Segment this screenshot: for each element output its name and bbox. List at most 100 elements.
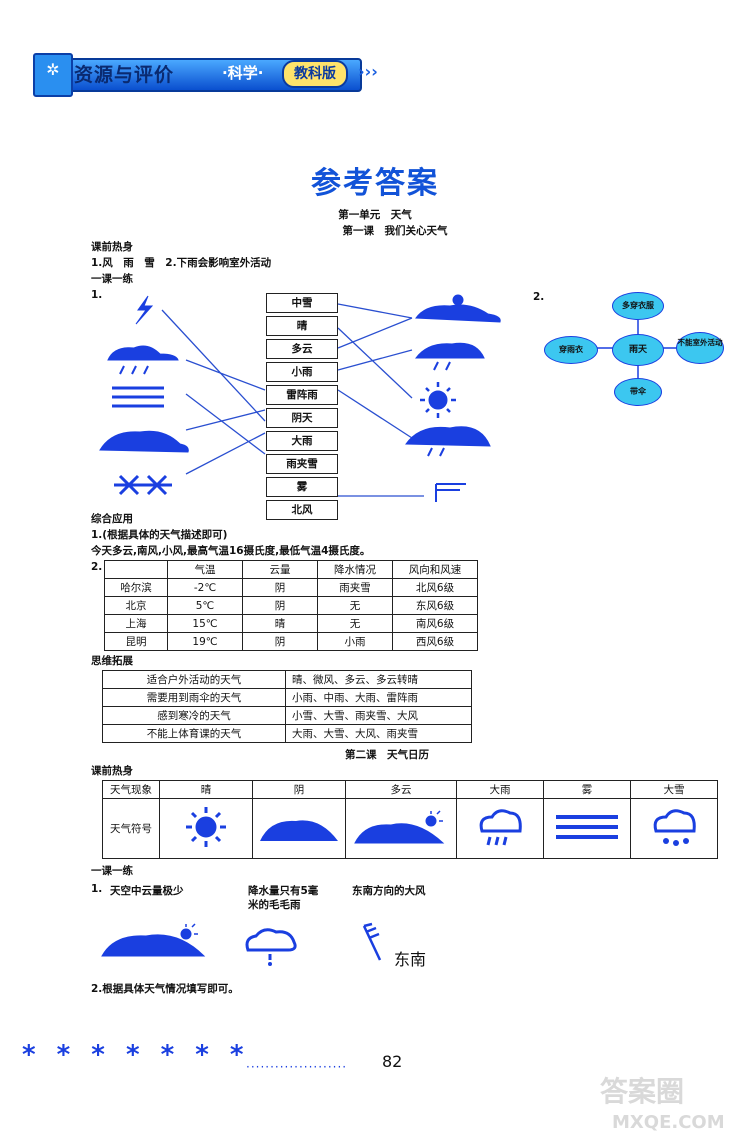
- page-number: 82: [382, 1052, 403, 1071]
- lesson1-title: 第一课 我们关心天气: [342, 225, 448, 237]
- table-row: 适合户外活动的天气晴、微风、多云、多云转晴: [102, 670, 472, 689]
- lightning-icon: [135, 295, 154, 325]
- p2-q1-label: 1.: [91, 883, 103, 895]
- table-cell: 阴: [242, 596, 318, 615]
- table-cell: -2℃: [167, 578, 243, 597]
- table-cell: 晴: [242, 614, 318, 633]
- table-cell: 北风6级: [392, 578, 478, 597]
- table-row: 不能上体育课的天气大雨、大雪、大风、雨夹雪: [102, 724, 472, 743]
- table-cell: 东风6级: [392, 596, 478, 615]
- table-cell: 小雨: [317, 632, 393, 651]
- section-practice1: 一课一练: [91, 273, 133, 285]
- fog-symbol-cell: [543, 798, 631, 859]
- matching-lines: [161, 303, 424, 497]
- publisher-logo-icon: ✲: [33, 53, 73, 97]
- apply-q1-example: 今天多云,南风,小风,最高气温16摄氏度,最低气温4摄氏度。: [91, 545, 371, 557]
- table-cell: 昆明: [104, 632, 168, 651]
- mindmap-top-node: 多穿衣服: [612, 292, 664, 320]
- header-subject: ·科学·: [222, 64, 264, 82]
- table-header: 雾: [543, 780, 631, 799]
- table-header: 降水情况: [317, 560, 393, 579]
- table-cell: 大雨、大雪、大风、雨夹雪: [285, 724, 472, 743]
- table-header: 气温: [167, 560, 243, 579]
- southeast-wind-icon: [362, 922, 382, 961]
- practice2-symbols: [101, 922, 382, 966]
- header-edition: 教科版: [282, 60, 348, 88]
- header-arrows: ›››: [358, 62, 378, 81]
- match-word: 雨夹雪: [266, 454, 338, 474]
- table-cell: 无: [317, 614, 393, 633]
- partly-cloudy-icon: [101, 934, 206, 957]
- cloud-rain-icon: [107, 345, 179, 361]
- table-header: 多云: [345, 780, 457, 799]
- table-cell: 不能上体育课的天气: [102, 724, 286, 743]
- heavy-rain-icon: [479, 809, 522, 846]
- p2-desc-3: 东南方向的大风: [352, 885, 426, 897]
- table-cell: 无: [317, 596, 393, 615]
- watermark: 答案圈: [600, 1075, 685, 1108]
- table-cell: 适合户外活动的天气: [102, 670, 286, 689]
- watermark-url: MXQE.COM: [612, 1112, 725, 1133]
- table-cell: 需要用到雨伞的天气: [102, 688, 286, 707]
- table-cell: 西风6级: [392, 632, 478, 651]
- table-row: 感到寒冷的天气小雪、大雪、雨夹雪、大风: [102, 706, 472, 725]
- table-cell: 北京: [104, 596, 168, 615]
- fog-icon: [112, 386, 164, 408]
- match-word: 雾: [266, 477, 338, 497]
- table-header: 云量: [242, 560, 318, 579]
- table-cell: 感到寒冷的天气: [102, 706, 286, 725]
- match-word: 晴: [266, 316, 338, 336]
- extend-table: 适合户外活动的天气晴、微风、多云、多云转晴 需要用到雨伞的天气小雨、中雨、大雨、…: [102, 670, 472, 743]
- match-word: 多云: [266, 339, 338, 359]
- q2-label: 2.: [533, 291, 545, 303]
- table-header: 阴: [252, 780, 346, 799]
- section-practice2: 一课一练: [91, 865, 133, 877]
- sun-icon: [186, 807, 226, 847]
- cloud-rain-icon-2: [414, 342, 485, 359]
- footer-stars: * * * * * * *: [22, 1040, 250, 1070]
- p2-desc-2: 降水量只有5毫米的毛毛雨: [248, 885, 319, 911]
- lesson2-title: 第二课 天气日历: [345, 749, 429, 761]
- match-word: 雷阵雨: [266, 385, 338, 405]
- matching-diagram: [99, 294, 501, 502]
- table-header: 晴: [159, 780, 253, 799]
- overcast-cloud-icon: [99, 430, 189, 453]
- table-header: 风向和风速: [392, 560, 478, 579]
- footer-dots: ·····················: [246, 1060, 348, 1074]
- table-cell: 雨夹雪: [317, 578, 393, 597]
- table-cell: 阴: [242, 632, 318, 651]
- table-cell: 晴、微风、多云、多云转晴: [285, 670, 472, 689]
- sun-symbol-cell: [159, 798, 253, 859]
- heavy-rain-symbol-cell: [456, 798, 544, 859]
- table-cell: 19℃: [167, 632, 243, 651]
- table-cell: 南风6级: [392, 614, 478, 633]
- page-title: 参考答案: [311, 166, 439, 201]
- heavy-snow-icon: [653, 809, 696, 846]
- apply-q2-label: 2.: [91, 561, 103, 573]
- southeast-label: 东南: [394, 950, 427, 969]
- q1-label: 1.: [91, 289, 103, 301]
- sun-icon: [428, 390, 448, 410]
- mindmap-bottom-node: 带伞: [614, 378, 662, 406]
- overcast-symbol-cell: [252, 798, 346, 859]
- section-pre1: 课前热身: [91, 241, 133, 253]
- table-header: [104, 560, 168, 579]
- fog-icon: [556, 815, 618, 839]
- table-cell: 小雪、大雪、雨夹雪、大风: [285, 706, 472, 725]
- snow-icon: [114, 474, 172, 496]
- p2-q2: 2.根据具体天气情况填写即可。: [91, 983, 239, 995]
- section-extend: 思维拓展: [91, 655, 133, 667]
- north-wind-icon: [435, 483, 466, 502]
- overcast-cloud-icon: [260, 820, 338, 841]
- rain-lines-icon: [119, 365, 149, 375]
- mindmap-left-node: 穿雨衣: [544, 336, 598, 364]
- cloudy-symbol-cell: [345, 798, 457, 859]
- mindmap-right-node: 不能室外活动: [676, 332, 724, 364]
- pre1-answer: 1.风 雨 雪 2.下雨会影响室外活动: [91, 257, 272, 269]
- match-word: 大雨: [266, 431, 338, 451]
- unit-title: 第一单元 天气: [338, 209, 412, 221]
- match-word: 小雨: [266, 362, 338, 382]
